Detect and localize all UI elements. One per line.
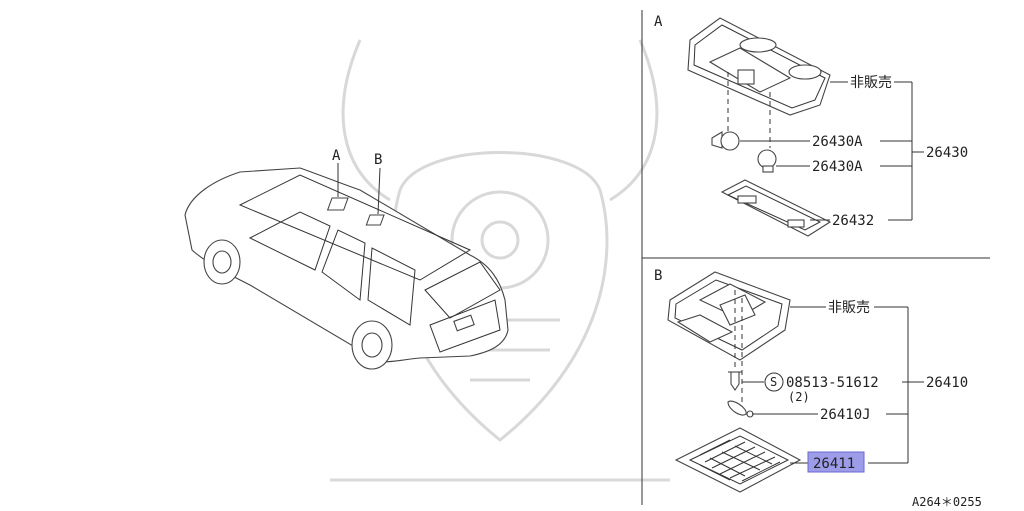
panel-b-lens-part[interactable]: 26411 xyxy=(813,456,855,472)
panel-b-housing xyxy=(667,271,791,361)
panel-a-bulb-1 xyxy=(711,131,740,151)
panel-a-bulb-1-part: 26430A xyxy=(812,134,863,150)
panel-b-screw-circle-letter: S xyxy=(770,375,777,389)
panel-b-assembly-part: 26410 xyxy=(926,375,968,391)
panel-b-bulb xyxy=(727,400,754,418)
panel-b-screw xyxy=(728,371,742,391)
panel-a-assembly-part: 26430 xyxy=(926,145,968,161)
panel-b-label: B xyxy=(654,268,662,284)
panel-b-screw-circle-mark xyxy=(764,372,784,392)
panel-a-lens xyxy=(720,179,832,237)
panel-a-bulb-2 xyxy=(757,149,777,173)
panel-b-screw-part: 08513-51612 xyxy=(786,375,879,391)
panel-b-lens xyxy=(674,427,802,493)
watermark-emblem xyxy=(330,39,670,482)
car-callout-a: A xyxy=(332,148,341,164)
panel-b-screw-qty: (2) xyxy=(788,390,810,404)
figure-code: A264＊0255 xyxy=(912,495,982,509)
panel-b-callout-not-sold: 非販売 xyxy=(828,300,870,316)
panel-b-bulb-part: 26410J xyxy=(820,407,871,423)
panel-a-lens-part: 26432 xyxy=(832,213,874,229)
panel-a-label: A xyxy=(654,14,663,30)
panel-a-housing xyxy=(687,17,831,116)
car-illustration xyxy=(184,163,509,370)
panel-a-callout-not-sold: 非販売 xyxy=(850,75,892,91)
panel-b-lens-highlight[interactable] xyxy=(807,451,865,473)
panel-a-bulb-2-part: 26430A xyxy=(812,159,863,175)
car-callout-b: B xyxy=(374,152,382,168)
